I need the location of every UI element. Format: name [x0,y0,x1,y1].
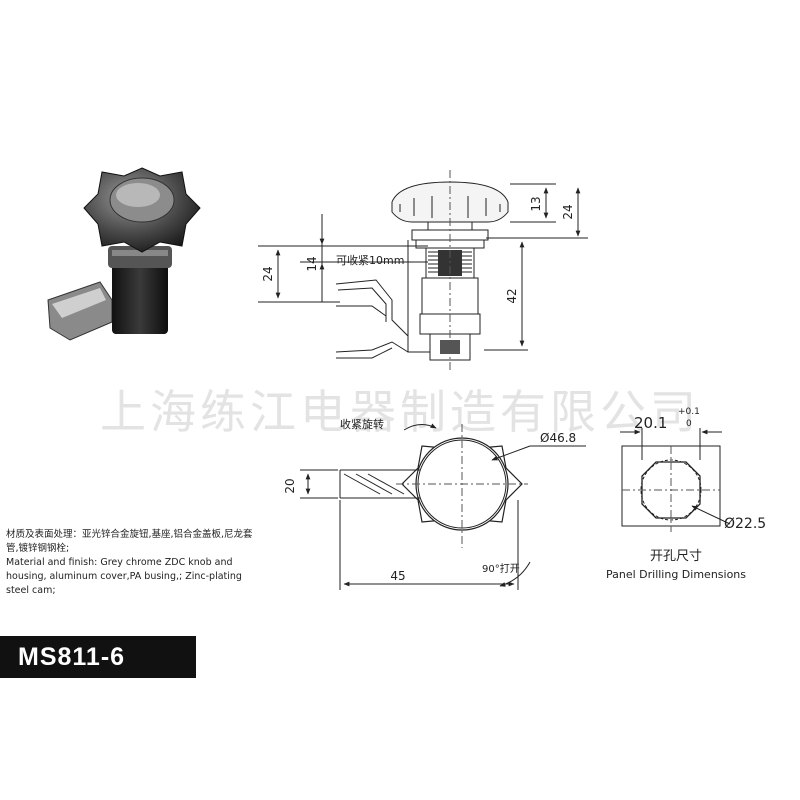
dim-label-42: 42 [505,288,519,303]
panel-tolerance-upper: +0.1 [678,407,700,417]
panel-title-en: Panel Drilling Dimensions [606,568,746,581]
dim-label-14: 14 [305,256,319,271]
watermark-text: 上海练江电器制造有限公司 [100,385,700,439]
dim-label-45: 45 [390,569,405,583]
note-clamp-range: 可收紧10mm [336,253,404,267]
front-view-drawing [300,423,586,590]
panel-title-cn: 开孔尺寸 [650,549,702,564]
material-text-en: Material and finish: Grey chrome ZDC kno… [6,557,242,596]
dim-label-24-right: 24 [561,204,575,219]
open-label: 90°打开 [482,562,520,575]
panel-diameter-label: Ø22.5 [724,516,766,532]
side-view-drawing [258,170,588,372]
panel-width-label: 20.1 [634,414,667,432]
rotate-label: 收紧旋转 [340,417,384,431]
dim-label-13: 13 [529,196,543,211]
diameter-leader [491,445,531,461]
panel-drilling-drawing [620,428,731,532]
product-photo [47,167,201,341]
model-number-label: MS811-6 [0,636,196,678]
diameter-label: Ø46.8 [540,431,576,445]
panel-tolerance-lower: 0 [686,419,692,429]
dim-label-24-left: 24 [261,266,275,281]
panel-diameter-leader [691,505,731,525]
material-text-cn: 材质及表面处理：亚光锌合金旋钮,基座,铝合金盖板,尼龙套管,镀锌钢钢栓; [6,529,253,554]
material-description: 材质及表面处理：亚光锌合金旋钮,基座,铝合金盖板,尼龙套管,镀锌钢钢栓; Mat… [6,528,264,598]
dim-label-20: 20 [283,478,297,493]
